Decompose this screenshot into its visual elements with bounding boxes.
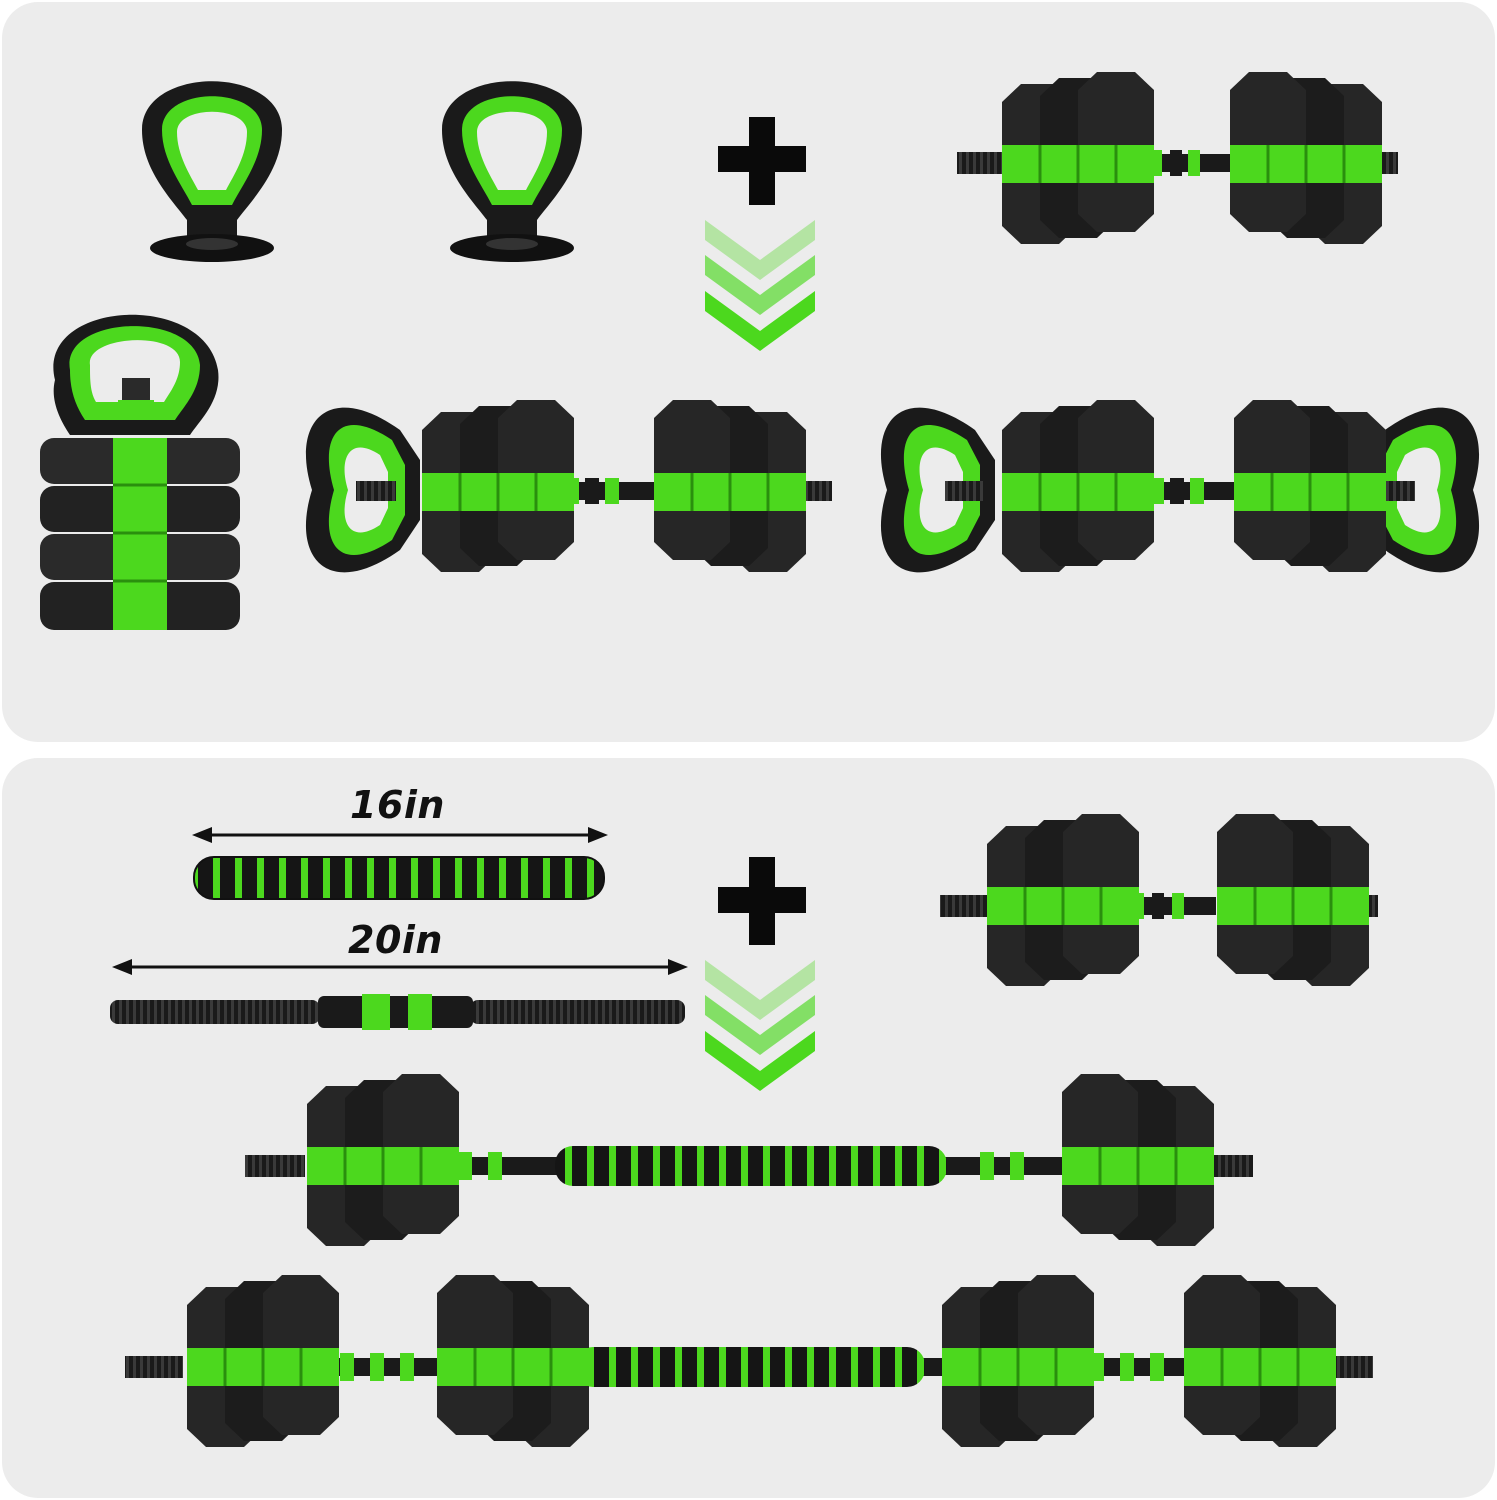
arrow-down-icon-bottom xyxy=(705,960,815,1091)
kettlebell-handle-left xyxy=(142,81,282,262)
arrow-down-icon xyxy=(705,220,815,351)
foam-sleeve xyxy=(193,856,605,900)
kettlebell-handle-right xyxy=(442,81,582,262)
dumbbell-bottom-right xyxy=(940,814,1378,986)
connecting-bar xyxy=(110,994,685,1030)
plus-icon-bottom xyxy=(718,857,806,945)
dimension-arrow-20in xyxy=(112,959,688,975)
dumbbell-top xyxy=(957,72,1398,244)
dumbbell-one-handle xyxy=(305,400,832,572)
long-bar-length-label: 20in xyxy=(348,918,443,962)
barbell-assembled xyxy=(245,1074,1253,1246)
plus-icon xyxy=(718,117,806,205)
dumbbell-two-handles xyxy=(880,400,1480,572)
kettlebell-assembled xyxy=(40,314,240,630)
short-bar-length-label: 16in xyxy=(350,783,445,827)
dimension-arrow-16in xyxy=(192,827,608,843)
barbell-extended xyxy=(125,1275,1373,1447)
